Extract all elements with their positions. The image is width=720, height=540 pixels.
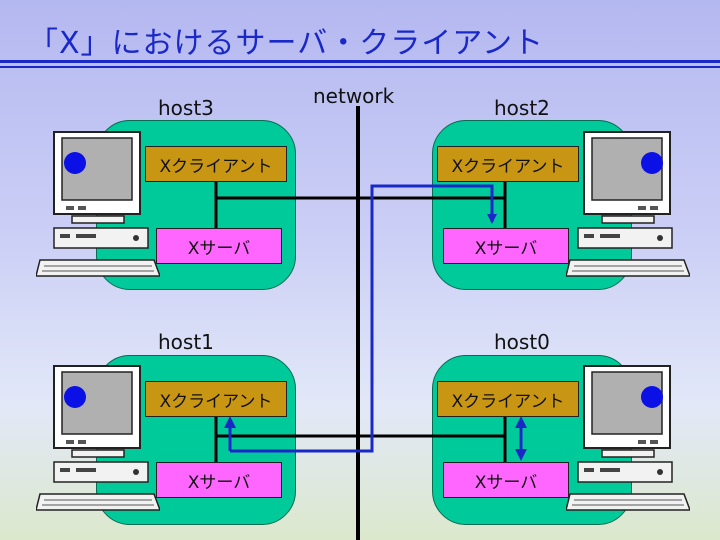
display-path-arrow-start: [224, 416, 236, 428]
host3-x-client: Xクライアント: [145, 146, 287, 182]
title-rule-bottom: [0, 66, 720, 68]
computer-icon: [36, 131, 160, 277]
host0-x-server: Xサーバ: [443, 462, 569, 498]
host2-x-server: Xサーバ: [443, 228, 569, 264]
host0-name: host0: [494, 330, 550, 354]
slide-title: 「X」におけるサーバ・クライアント: [28, 26, 545, 61]
title-rule-top: [0, 60, 720, 63]
host0-arrow-up: [515, 416, 527, 428]
host3-x-server: Xサーバ: [156, 228, 282, 264]
display-path-host1-to-host2: [230, 184, 497, 453]
host1-x-client: Xクライアント: [145, 381, 287, 417]
host0-arrow-down: [515, 449, 527, 461]
host1-name: host1: [158, 330, 214, 354]
host3-name: host3: [158, 96, 214, 120]
host2-x-client: Xクライアント: [437, 146, 579, 182]
host0-x-client: Xクライアント: [437, 381, 579, 417]
computer-icon: [566, 131, 690, 277]
computer-icon: [566, 365, 690, 511]
host1-x-server: Xサーバ: [156, 462, 282, 498]
computer-icon: [36, 365, 160, 511]
network-label: network: [313, 84, 395, 108]
host2-name: host2: [494, 96, 550, 120]
